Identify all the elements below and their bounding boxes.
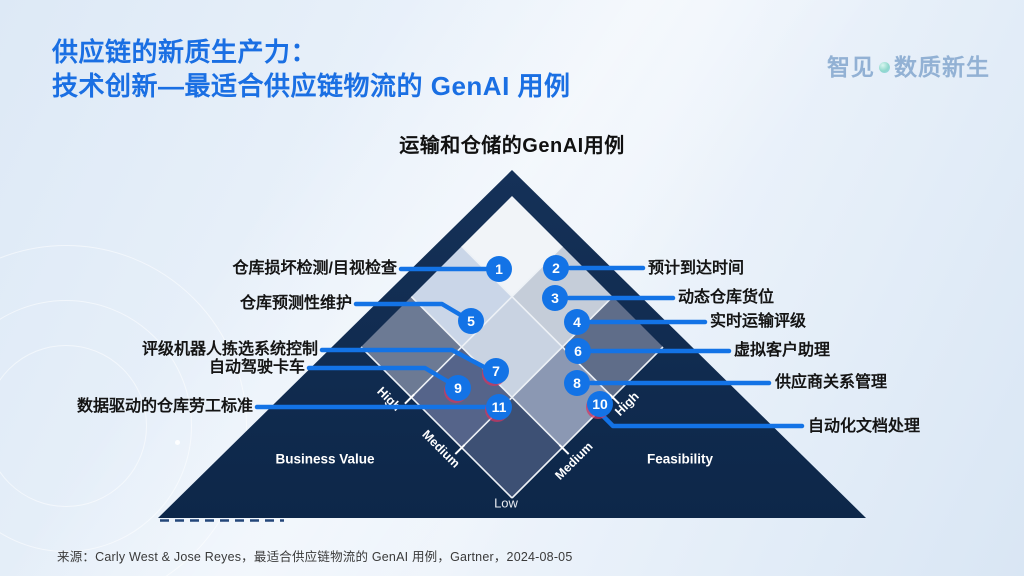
use-case-label-5: 仓库预测性维护 (239, 295, 352, 312)
use-case-label-11: 数据驱动的仓库劳工标准 (76, 398, 253, 415)
slide-title: 供应链的新质生产力： 技术创新—最适合供应链物流的 GenAI 用例 (52, 36, 571, 104)
use-case-label-9: 自动驾驶卡车 (208, 359, 305, 376)
use-case-marker-4: 4 (564, 309, 590, 335)
logo-dot-icon (879, 61, 890, 73)
brand-logo: 智见 数质新生 (827, 48, 990, 82)
use-case-label-8: 供应商关系管理 (775, 374, 888, 391)
use-case-marker-7: 7 (483, 358, 509, 384)
use-case-label-3: 动态仓库货位 (678, 289, 775, 306)
use-case-marker-1: 1 (486, 256, 512, 282)
scale-tick (609, 393, 620, 405)
use-case-label-2: 预计到达时间 (648, 260, 745, 277)
use-case-marker-3: 3 (542, 285, 568, 311)
source-note: 来源：Carly West & Jose Reyes，最适合供应链物流的 Gen… (57, 550, 573, 564)
use-case-label-4: 实时运输评级 (710, 313, 807, 330)
axis-label-feasibility: Feasibility (647, 452, 714, 467)
use-case-marker-9: 9 (445, 375, 471, 401)
scale-label-low: Low (494, 496, 518, 511)
scale-tick (454, 444, 466, 455)
logo-text-prefix: 智见 (827, 54, 875, 80)
connector-line-10 (600, 413, 805, 429)
use-case-label-7: 评级机器人拣选系统控制 (141, 341, 318, 358)
slide-title-line2: 技术创新—最适合供应链物流的 GenAI 用例 (52, 70, 571, 101)
scale-tick (404, 393, 415, 405)
use-case-marker-11: 11 (486, 394, 512, 420)
use-case-label-10: 自动化文档处理 (808, 418, 921, 435)
scale-ticks (404, 393, 620, 455)
slide-title-line1: 供应链的新质生产力： (52, 37, 318, 67)
use-case-marker-2: 2 (543, 255, 569, 281)
use-case-label-6: 虚拟客户助理 (734, 342, 831, 359)
use-case-marker-6: 6 (565, 338, 591, 364)
axis-label-business-value: Business Value (275, 452, 375, 467)
use-case-label-1: 仓库损坏检测/目视检查 (232, 260, 397, 277)
connector-line-7 (319, 347, 487, 370)
diagram-title: 运输和仓储的GenAI用例 (399, 135, 625, 157)
matrix-cell (461, 196, 563, 297)
use-case-marker-5: 5 (458, 308, 484, 334)
connector-line-9 (306, 365, 450, 384)
logo-text-suffix: 数质新生 (894, 54, 990, 80)
use-case-marker-8: 8 (564, 370, 590, 396)
connector-lines (254, 265, 805, 429)
decor-dot (175, 440, 180, 445)
connector-line-5 (353, 301, 467, 320)
use-case-marker-10: 10 (587, 391, 613, 417)
scale-tick (558, 444, 570, 455)
